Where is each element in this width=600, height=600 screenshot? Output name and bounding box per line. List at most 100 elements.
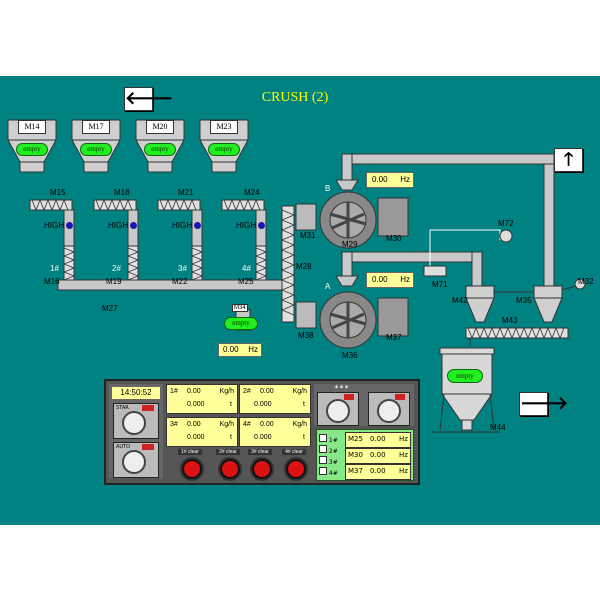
hopper-status: empty: [80, 143, 112, 156]
motor-label: M36: [342, 351, 358, 360]
start-label: STAR: [116, 405, 129, 411]
line-check-row[interactable]: 4#: [319, 467, 339, 478]
motor-label: M72: [498, 219, 514, 228]
feeder-total-unit: t: [230, 401, 232, 408]
auto-label: AUTO: [116, 444, 131, 450]
back-arrow-button[interactable]: 🡐: [124, 87, 173, 111]
motor-frequency-section: 1# 2# 3# 4# M25 0.00 Hz M30 0.00 Hz M37 …: [316, 429, 414, 481]
auto-selector-switch[interactable]: [122, 450, 146, 474]
clear-label: 1# clear: [178, 449, 202, 455]
feeder-rate-unit: Kg/h: [292, 388, 307, 395]
motor-name: M30: [348, 451, 363, 459]
feeder-label: M18: [114, 188, 130, 197]
silo-label: M44: [490, 423, 506, 432]
line-check-row[interactable]: 3#: [319, 456, 339, 467]
clear-button-2[interactable]: [220, 459, 240, 479]
checkbox[interactable]: [319, 456, 327, 464]
clear-button-1[interactable]: [182, 459, 202, 479]
hopper-label: M14: [18, 120, 46, 134]
frequency-unit: Hz: [400, 175, 410, 184]
bin-frequency-display: 0.00 Hz: [218, 343, 262, 357]
frequency-value: 0.00: [223, 345, 239, 354]
next-arrow-button[interactable]: 🡒: [519, 392, 568, 416]
motor-label: M32: [578, 277, 594, 286]
motor-frequency-row: M30 0.00 Hz: [345, 448, 411, 464]
silo-m44-body: [432, 347, 500, 433]
feeder-readout-2: 2# 0.00 Kg/h 0.000 t: [239, 384, 311, 414]
start-indicator: [142, 405, 154, 411]
fan-icon: ✶✶✶: [334, 384, 350, 391]
conveyor-label: M28: [296, 262, 312, 271]
mode-section: 14:50:52 STAR AUTO: [109, 384, 163, 478]
frequency-unit: Hz: [248, 345, 258, 354]
arrow-right-icon: 🡒: [520, 393, 569, 414]
hopper-label: M17: [82, 120, 110, 134]
level-indicator: [130, 222, 137, 229]
up-arrow-button[interactable]: 🡑: [554, 148, 583, 172]
feeder-total-unit: t: [230, 434, 232, 441]
checkbox[interactable]: [319, 467, 327, 475]
level-indicator: [194, 222, 201, 229]
feeder-readout-1: 1# 0.00 Kg/h 0.000 t: [166, 384, 238, 414]
mill-a-frequency: 0.00 Hz: [366, 272, 414, 288]
motor-label: M42: [452, 296, 468, 305]
level-label: HIGH: [44, 221, 64, 230]
feeder-id: 1#: [170, 388, 178, 395]
motor-label: M71: [432, 280, 448, 289]
checkbox[interactable]: [319, 434, 327, 442]
start-selector-switch[interactable]: [122, 411, 146, 435]
bin-status: empty: [224, 317, 258, 330]
silo-status: empty: [447, 369, 483, 383]
level-label: HIGH: [108, 221, 128, 230]
motor-label: M35: [516, 296, 532, 305]
clear-label: 4# clear: [282, 449, 306, 455]
switch-indicator: [395, 394, 405, 400]
motor-name: M25: [348, 435, 363, 443]
feeder-rate: 0.00: [187, 421, 201, 428]
motor-frequency-unit: Hz: [399, 451, 408, 459]
motor-frequency: 0.00: [370, 451, 386, 459]
arrow-up-icon: 🡑: [563, 149, 574, 170]
line-check-row[interactable]: 1#: [319, 434, 339, 445]
mill-b-body: [295, 191, 409, 249]
feeder-total: 0.000: [254, 401, 272, 408]
motor-name: M37: [348, 467, 363, 475]
motor-label: M38: [298, 331, 314, 340]
motor-label: M29: [342, 240, 358, 249]
feeder-rate-unit: Kg/h: [219, 388, 234, 395]
line-check-label: 4#: [328, 470, 338, 477]
feeder-label: M15: [50, 188, 66, 197]
screw-label: M16: [44, 277, 60, 286]
motor-frequency-unit: Hz: [399, 467, 408, 475]
line-label: 3#: [178, 264, 187, 273]
level-indicator: [258, 222, 265, 229]
clear-button-3[interactable]: [252, 459, 272, 479]
page-title: CRUSH (2): [261, 90, 329, 105]
arrow-left-icon: 🡐: [125, 88, 174, 109]
feeder-rate: 0.00: [260, 421, 274, 428]
conveyor-label: M43: [502, 316, 518, 325]
line-check-list: 1# 2# 3# 4#: [319, 434, 339, 478]
mill-selector-switch-2[interactable]: [377, 399, 401, 423]
motor-label: M30: [386, 234, 402, 243]
line-label: 4#: [242, 264, 251, 273]
feeder-label: M21: [178, 188, 194, 197]
mill-switch-section: ✶✶✶: [314, 384, 414, 426]
clear-button-4[interactable]: [286, 459, 306, 479]
mill-selector-switch-1[interactable]: [326, 399, 350, 423]
line-check-label: 2#: [328, 448, 338, 455]
process-screen: CRUSH (2) 🡐 🡑 🡒: [0, 76, 600, 525]
line-check-row[interactable]: 2#: [319, 445, 339, 456]
feeder-readout-3: 3# 0.00 Kg/h 0.000 t: [166, 417, 238, 447]
line-check-label: 3#: [328, 459, 338, 466]
switch-indicator: [344, 394, 354, 400]
checkbox[interactable]: [319, 445, 327, 453]
feeder-label: M24: [244, 188, 260, 197]
line-label: 1#: [50, 264, 59, 273]
motor-frequency-unit: Hz: [399, 435, 408, 443]
frequency-unit: Hz: [400, 275, 410, 284]
level-label: HIGH: [236, 221, 256, 230]
clear-label: 3# clear: [248, 449, 272, 455]
motor-frequency-row: M25 0.00 Hz: [345, 432, 411, 448]
screw-label: M22: [172, 277, 188, 286]
